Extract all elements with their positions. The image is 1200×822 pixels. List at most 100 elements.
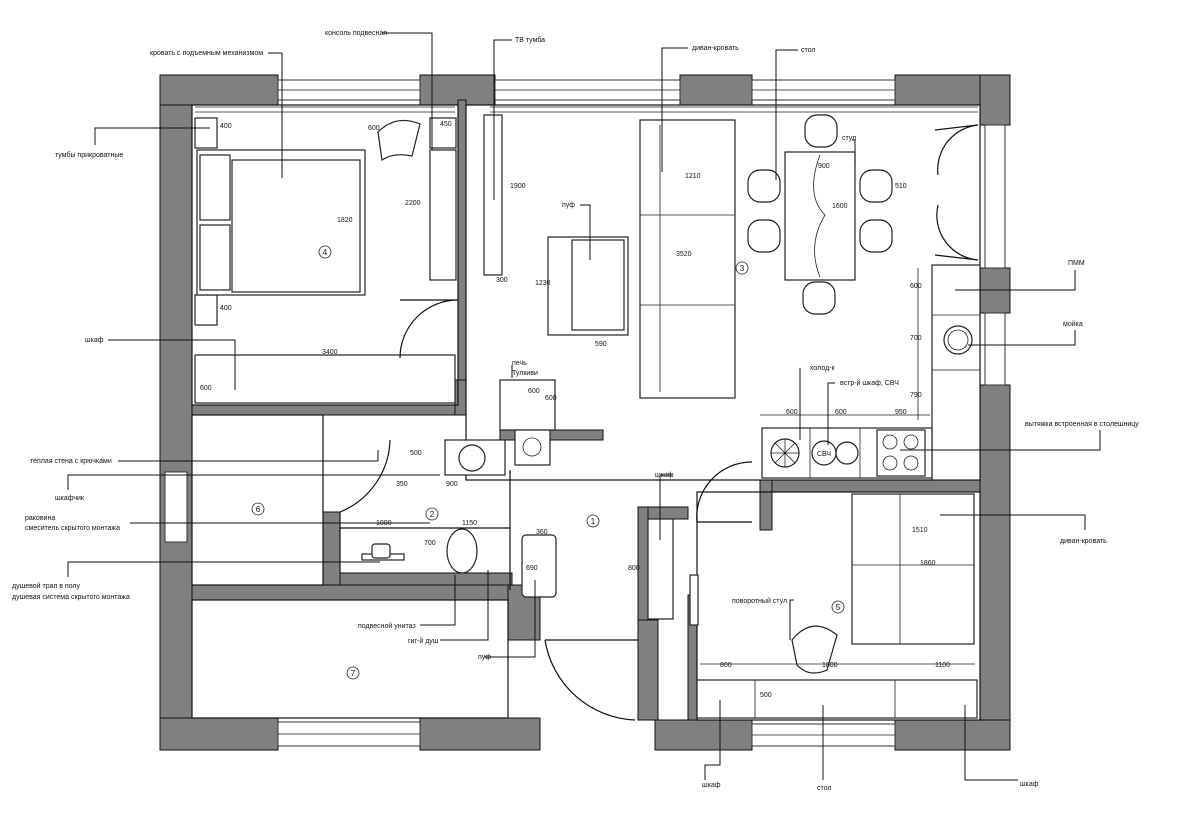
label-shower-system: душевая система скрытого монтажа	[12, 594, 130, 601]
swivel-chair	[791, 625, 838, 674]
dimension: 1230	[535, 280, 551, 287]
dimension: 300	[496, 277, 508, 284]
chair	[804, 114, 838, 148]
chair	[859, 219, 893, 253]
label-toilet: подвесной унитаз	[358, 622, 416, 630]
walls	[159, 74, 1011, 751]
wall-kitchen-bottom	[759, 479, 981, 493]
dimension: 450	[440, 121, 452, 128]
wall-bedroom-bottom	[191, 404, 467, 416]
window	[164, 471, 188, 543]
label-cabinet: шкафчик	[55, 495, 85, 502]
dimension: 1900	[510, 183, 526, 190]
label-stove: печь	[512, 360, 527, 367]
dimension: 700	[424, 540, 436, 547]
dimension: 1000	[376, 520, 392, 527]
label-chair: стул	[842, 135, 856, 142]
dimension: 1510	[912, 527, 928, 534]
dimension: 600	[528, 388, 540, 395]
label-hood: вытяжка встроенная в столешницу	[1025, 421, 1139, 428]
label-swivel-chair: поворотный стул	[732, 597, 787, 605]
bathroom	[339, 439, 511, 590]
sofa-bed-5	[851, 493, 975, 645]
pouf-corridor	[521, 534, 557, 598]
bedroom-furniture	[194, 117, 459, 404]
door-swing	[696, 461, 753, 523]
dimension: 690	[526, 565, 538, 572]
room-number: 1	[591, 517, 596, 526]
nightstand	[194, 294, 218, 326]
wall-bottom-mid	[419, 717, 541, 751]
dimension: 350	[396, 481, 408, 488]
sofa-bed	[639, 119, 736, 399]
dimension: 1100	[935, 662, 950, 669]
label-sink: мойка	[1063, 320, 1083, 328]
dimension: 950	[895, 409, 907, 416]
counter	[931, 264, 981, 481]
microwave-label: СВЧ	[817, 451, 831, 458]
dimension: 400	[220, 123, 232, 130]
door-swing	[399, 299, 459, 359]
label-desk: стол	[817, 785, 831, 792]
wardrobe-corner	[689, 574, 699, 626]
room-number: 3	[740, 264, 745, 273]
dimension: 3400	[322, 349, 338, 356]
wall-kitchen-step	[759, 479, 773, 531]
armchair	[377, 119, 421, 162]
label-mixer: смеситель скрытого монтажа	[25, 525, 120, 532]
label-console: консоль подвесная	[325, 30, 387, 37]
label-pouf: пуф	[562, 202, 575, 209]
oven-icon	[835, 441, 859, 465]
label-hygienic-shower: гиг-й душ	[408, 637, 439, 645]
pillow	[199, 154, 231, 221]
dimension: 900	[818, 163, 830, 170]
dimension: 800	[720, 662, 732, 669]
living-furniture	[483, 114, 979, 399]
dimension: 790	[910, 392, 922, 399]
nightstand	[194, 117, 218, 149]
label-warm-wall: теплая стена с крючками	[30, 458, 112, 465]
dimension: 600	[545, 395, 557, 402]
entry-door	[544, 639, 638, 721]
dimension: 600	[200, 385, 212, 392]
room5-furniture	[689, 493, 978, 719]
curtain	[195, 106, 978, 113]
dimension: 500	[410, 450, 422, 457]
wall-bottom-r2	[894, 719, 1011, 751]
wall-storage-right-b	[637, 619, 659, 721]
label-wardrobe-bottom: шкаф	[702, 782, 721, 789]
room-number: 6	[256, 505, 261, 514]
label-dishwasher: ПММ	[1068, 260, 1085, 267]
dimension: 3520	[676, 251, 692, 258]
wall-left	[159, 74, 193, 751]
wall-top-mid2	[679, 74, 753, 106]
wall-stove-stub	[454, 379, 467, 416]
dimension: 600	[910, 283, 922, 290]
label-oven: встр-й шкаф, СВЧ	[840, 379, 899, 387]
dimension: 800	[628, 565, 640, 572]
tv-unit	[483, 114, 503, 276]
chair	[859, 169, 893, 203]
dimension: 1150	[462, 520, 477, 527]
label-pouf-corridor: пуф	[478, 654, 491, 661]
label-tv-stand: ТВ тумба	[515, 36, 545, 44]
room-numbers: 1 2 3 4 5 6 7	[251, 245, 845, 680]
dimension: 1860	[920, 560, 936, 567]
window	[984, 124, 1006, 269]
dimension: 600	[786, 409, 798, 416]
dining-table	[784, 151, 856, 281]
room-number: 4	[323, 248, 328, 257]
label-shower-drain: душевой трап в полу	[12, 582, 80, 590]
kitchen: СВЧ	[761, 264, 981, 481]
label-wardrobe: шкаф	[85, 337, 104, 344]
wall-bottom-r1	[654, 719, 753, 751]
wall-top-left	[159, 74, 279, 106]
toilet	[446, 528, 478, 574]
label-washbasin: раковина	[25, 515, 55, 522]
dimension: 900	[446, 481, 458, 488]
dimension: 400	[220, 305, 232, 312]
label-sofa-bed-room5: диван-кровать	[1060, 538, 1107, 545]
wardrobe	[194, 354, 456, 404]
label-stove-brand: Тулкиви	[512, 370, 538, 377]
